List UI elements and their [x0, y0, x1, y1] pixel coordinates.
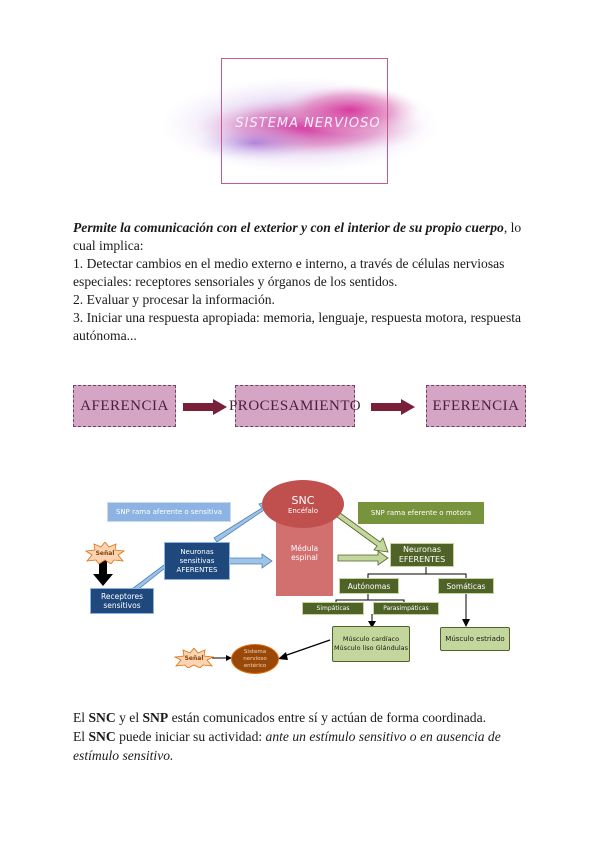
- intro-item-3: 3. Iniciar una respuesta apropiada: memo…: [73, 310, 522, 343]
- text-fragment: y el: [115, 710, 143, 725]
- neuronas-aferentes: Neuronas sensitivas AFERENTES: [164, 542, 230, 580]
- intro-lead: Permite la comunicación con el exterior …: [73, 220, 504, 235]
- snp-efferent-label: SNP rama eferente o motora: [358, 502, 484, 524]
- bottom-line-2: El SNC puede iniciar su actividad: ante …: [73, 727, 543, 765]
- stimulus-text: ante un estímulo sensitivo o en ausencia…: [73, 729, 501, 763]
- sistema-enterico: Sistema nervioso entérico: [231, 644, 279, 674]
- snp-term: SNP: [142, 710, 169, 725]
- autonomas: Autónomas: [339, 578, 399, 594]
- text-fragment: El: [73, 729, 89, 744]
- musculo-cardiaco: Músculo cardíaco Músculo liso Glándulas: [332, 626, 410, 662]
- flow-arrow-2: [371, 399, 415, 415]
- intro-item-2: 2. Evaluar y procesar la información.: [73, 292, 275, 307]
- signal-burst-bottom: [174, 648, 214, 668]
- snc-label: SNC: [291, 493, 315, 507]
- receptores-sensitivos: Receptores sensitivos: [90, 588, 154, 614]
- somaticas: Somáticas: [438, 578, 494, 594]
- nervous-system-diagram: SNP rama aferente o sensitiva Médula esp…: [0, 470, 600, 690]
- intro-lead-rest: , lo cual implica:: [73, 220, 522, 253]
- musculo-estriado: Músculo estriado: [440, 627, 510, 651]
- intro-item-1: 1. Detectar cambios en el medio externo …: [73, 256, 505, 289]
- simpaticas: Simpáticas: [302, 602, 364, 615]
- medula-label: Médula espinal: [290, 544, 319, 562]
- snc-node: SNC Encéfalo: [262, 480, 344, 528]
- encefalo-label: Encéfalo: [288, 506, 318, 515]
- header-banner: [160, 55, 440, 187]
- page-title: SISTEMA NERVIOSO: [235, 116, 381, 131]
- neuronas-eferentes: Neuronas EFERENTES: [390, 543, 454, 567]
- snc-term: SNC: [88, 710, 116, 725]
- flow-step-aferencia: AFERENCIA: [73, 385, 176, 427]
- signal-burst-top: [85, 542, 125, 564]
- parasimpaticas: Parasimpáticas: [373, 602, 439, 615]
- bottom-line-1: El SNC y el SNP están comunicados entre …: [73, 708, 543, 727]
- text-fragment: puede iniciar su actividad:: [115, 729, 266, 744]
- text-fragment: están comunicados entre sí y actúan de f…: [168, 710, 487, 725]
- signal-label-top: Señal: [95, 549, 115, 557]
- flow-step-eferencia: EFERENCIA: [426, 385, 526, 427]
- title-frame: [221, 58, 388, 184]
- text-fragment: El: [73, 710, 89, 725]
- snp-afferent-label: SNP rama aferente o sensitiva: [107, 502, 231, 522]
- intro-paragraph: Permite la comunicación con el exterior …: [73, 219, 533, 345]
- snc-term: SNC: [88, 729, 116, 744]
- flow-arrow-1: [183, 399, 227, 415]
- signal-label-bottom: Señal: [184, 654, 204, 662]
- flow-step-procesamiento: PROCESAMIENTO: [229, 385, 361, 427]
